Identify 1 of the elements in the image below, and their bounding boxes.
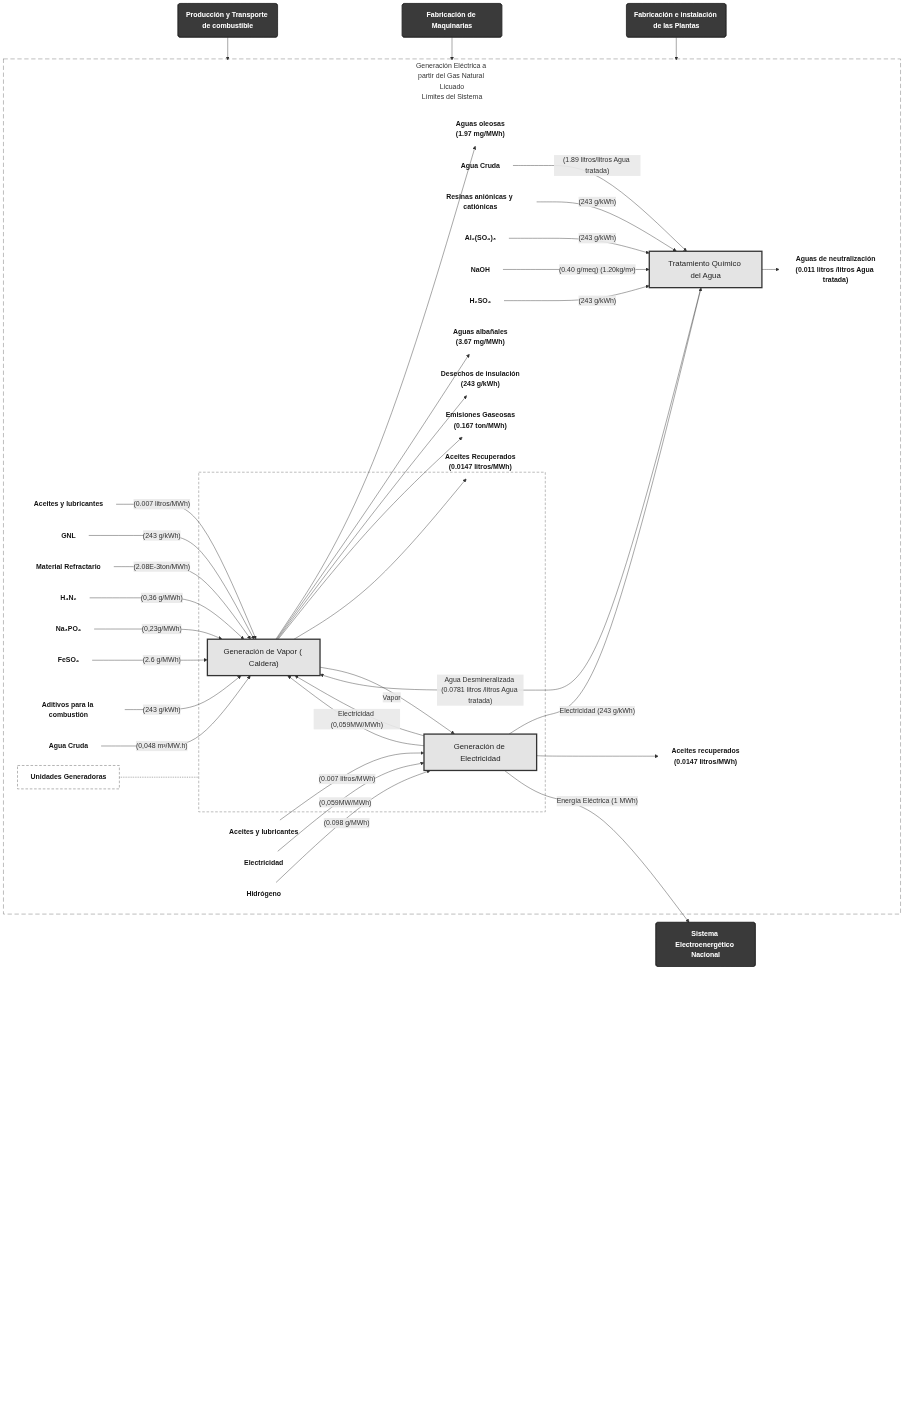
cluster bbox=[198, 472, 546, 813]
